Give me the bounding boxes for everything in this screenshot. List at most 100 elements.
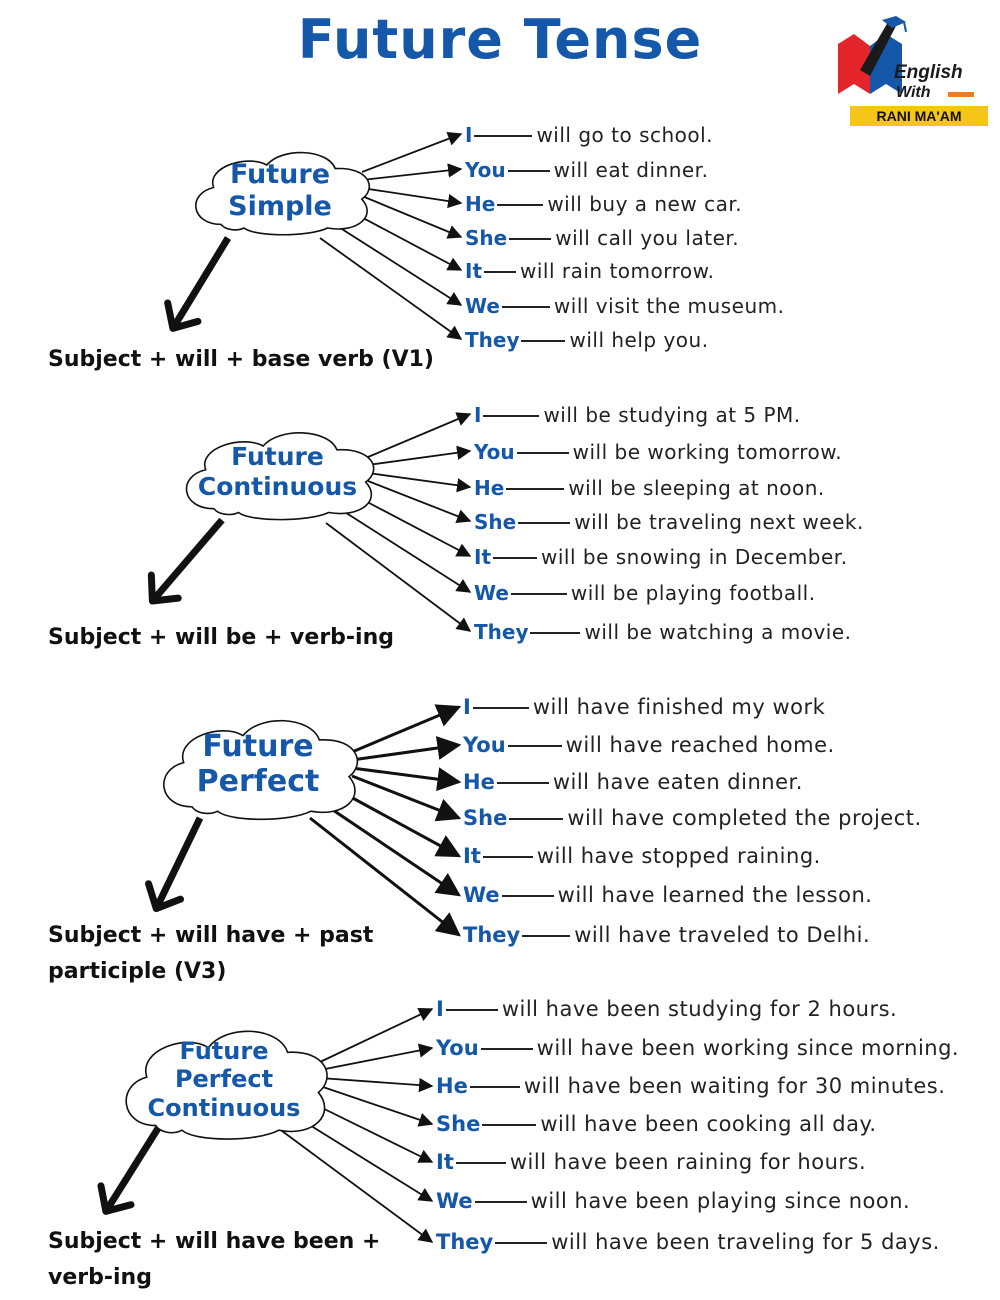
page-title: Future Tense	[297, 8, 703, 71]
sentence-subject: We	[474, 580, 509, 605]
connector-line	[501, 895, 554, 897]
pen-book-icon	[838, 16, 907, 94]
sentence-subject: We	[463, 882, 500, 907]
sentence-predicate: will buy a new car.	[547, 191, 743, 216]
formula-pointer-arrowhead	[145, 880, 184, 913]
tense-name-line: Future	[229, 159, 331, 190]
sentence-subject: You	[474, 439, 515, 464]
connector-line	[482, 856, 533, 858]
formula-line: Subject + will be + verb-ing	[48, 625, 394, 650]
subject-arrow	[353, 494, 472, 557]
sentence-subject: You	[436, 1035, 479, 1060]
tense-name-line: Continuous	[147, 1093, 301, 1122]
connector-line	[510, 593, 567, 595]
tense-formula: Subject + will be + verb-ing	[48, 620, 394, 656]
connector-line	[509, 238, 552, 240]
connector-line	[469, 1086, 520, 1088]
sentence-predicate: will be snowing in December.	[541, 544, 848, 569]
subject-arrow	[337, 788, 462, 858]
subject-arrow	[367, 480, 472, 523]
formula-pointer-arrow	[154, 816, 204, 907]
sentence-subject: You	[465, 157, 506, 182]
connector-line	[483, 415, 540, 417]
sentence-predicate: will visit the museum.	[553, 293, 785, 318]
subject-arrow	[361, 131, 463, 173]
subject-arrow	[323, 802, 461, 897]
cloud-shape	[163, 719, 359, 821]
sentence-predicate: will be traveling next week.	[574, 509, 864, 534]
sentence-subject: They	[436, 1229, 494, 1254]
sentence-subject: It	[463, 843, 481, 868]
connector-line	[482, 1124, 537, 1126]
cloud-shape	[185, 432, 375, 521]
sentence-subject: I	[436, 996, 444, 1021]
sentence-subject: You	[463, 732, 506, 757]
tense-name-line: Simple	[228, 190, 332, 222]
subject-arrow	[305, 1099, 434, 1163]
sentence-predicate: will eat dinner.	[553, 157, 709, 182]
formula-line: Subject + will have + past	[48, 923, 374, 948]
connector-line	[495, 1242, 548, 1244]
tense-name-line: Future	[231, 442, 324, 471]
example-sentence: You will eat dinner.	[465, 158, 708, 182]
sentence-subject: He	[436, 1073, 468, 1098]
sentence-predicate: will have been cooking all day.	[540, 1111, 877, 1136]
subject-arrow	[351, 766, 462, 792]
formula-pointer-arrowhead	[147, 571, 182, 605]
connector-line	[516, 452, 569, 454]
logo-text-with: With	[896, 84, 931, 101]
tense-name-line: Future	[202, 729, 314, 764]
subject-arrow	[367, 412, 472, 458]
sentence-predicate: will have traveled to Delhi.	[574, 922, 871, 947]
sentence-predicate: will go to school.	[536, 122, 714, 147]
sentence-predicate: will have been working since morning.	[536, 1035, 960, 1060]
connector-line	[518, 522, 571, 524]
sentence-subject: I	[465, 122, 473, 147]
connector-line	[472, 707, 529, 709]
formula-pointer-arrowhead	[97, 1182, 135, 1215]
sentence-subject: It	[436, 1149, 454, 1174]
subject-arrow	[361, 195, 463, 239]
sentence-predicate: will help you.	[569, 327, 709, 352]
sentence-subject: We	[436, 1188, 473, 1213]
sentence-predicate: will be studying at 5 PM.	[543, 402, 801, 427]
tense-name-line: Future	[179, 1037, 269, 1065]
connector-line	[507, 745, 562, 747]
logo-text-name: RANI MA'AM	[850, 106, 988, 126]
sentence-subject: He	[474, 475, 505, 500]
formula-pointer-arrow	[152, 517, 225, 601]
subject-arrow	[291, 1113, 434, 1202]
example-sentence: It will be snowing in December.	[474, 545, 848, 569]
tense-formula: Subject + will have been +verb-ing	[48, 1224, 380, 1296]
connector-line	[506, 488, 565, 490]
formula-pointer-arrow	[172, 236, 231, 327]
subject-arrow	[367, 472, 472, 493]
sentence-subject: It	[474, 544, 492, 569]
connector-line	[474, 1201, 527, 1203]
sentence-predicate: will have been playing since noon.	[530, 1188, 911, 1213]
sentence-subject: They	[463, 922, 521, 947]
subject-arrow	[319, 1043, 434, 1071]
subject-arrow	[309, 816, 461, 937]
subject-arrow	[361, 163, 463, 181]
example-sentence: They will have traveled to Delhi.	[463, 923, 870, 947]
sentence-predicate: will have finished my work	[532, 694, 826, 719]
subject-arrow	[351, 774, 462, 822]
connector-line	[493, 557, 538, 559]
tense-name-line: Continuous	[197, 471, 358, 501]
subject-arrow	[351, 704, 462, 754]
